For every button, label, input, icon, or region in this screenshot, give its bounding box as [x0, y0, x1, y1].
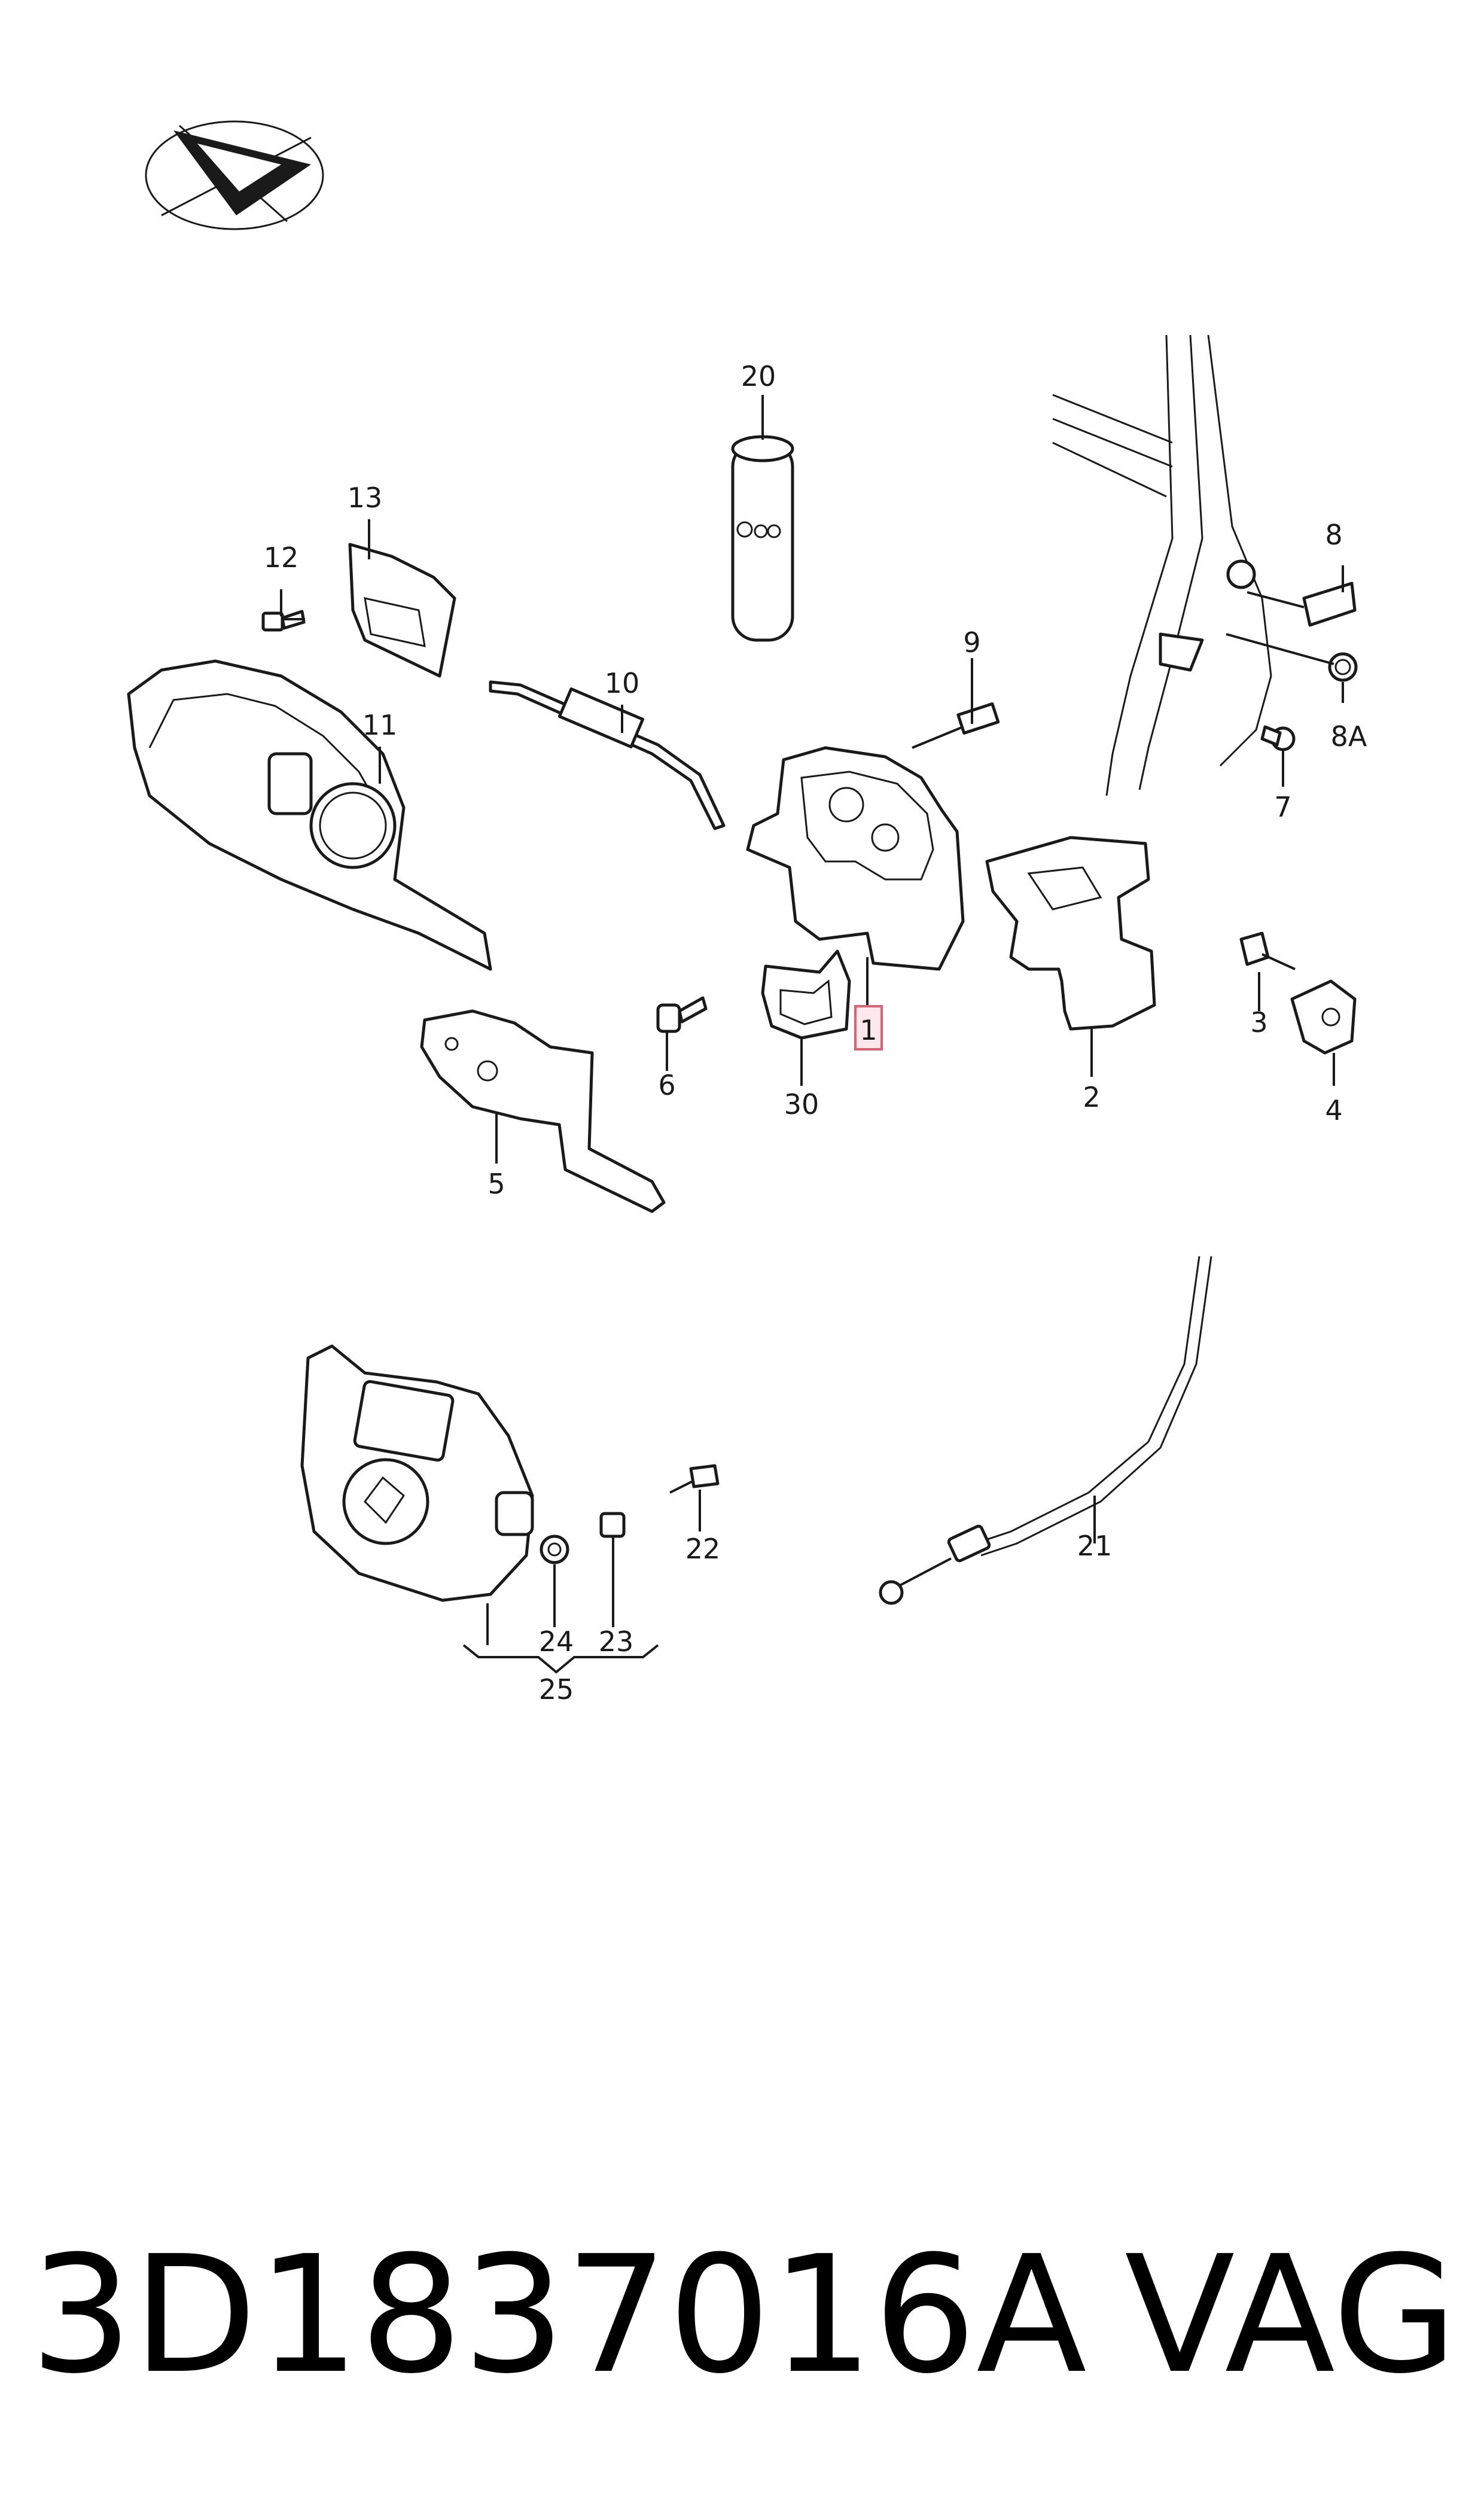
callout-10: 10 [605, 667, 640, 699]
callout-6: 6 [658, 1069, 675, 1101]
callout-21: 21 [1077, 1530, 1113, 1562]
part-4-striker [1290, 979, 1357, 1055]
callout-20: 20 [741, 360, 776, 392]
door-frame [1052, 334, 1272, 796]
callout-9: 9 [963, 626, 980, 659]
callout-8: 8 [1325, 519, 1342, 551]
part-5-lever [420, 1009, 666, 1213]
callout-30: 30 [784, 1088, 819, 1121]
callout-1-highlight [854, 1005, 883, 1051]
callout-7: 7 [1274, 791, 1291, 823]
brand-name: VAG [1125, 2221, 1458, 2409]
callout-12: 12 [264, 541, 299, 574]
part-13-handle-bracket [348, 543, 456, 678]
callout-24: 24 [539, 1625, 574, 1658]
part-8-cover-cap [1302, 581, 1357, 627]
callout-labels: 1 2 3 4 5 6 7 8 8A 9 10 11 12 13 20 21 2… [264, 360, 1367, 1706]
part-7-bolt [1260, 725, 1296, 751]
callout-13: 13 [348, 482, 383, 514]
part-10-rod [489, 680, 726, 830]
callout-11: 11 [362, 709, 398, 741]
part-number: 3D1837016A [30, 2221, 1087, 2409]
part-6-bushing [656, 996, 708, 1033]
part-30-seal [761, 949, 851, 1040]
part-23-spacer [599, 1512, 626, 1538]
callout-8a: 8A [1331, 720, 1367, 753]
part-2-bracket [985, 836, 1156, 1031]
callout-2: 2 [1083, 1081, 1100, 1113]
callout-1: 1 [860, 1014, 877, 1046]
callout-3: 3 [1250, 1006, 1267, 1039]
callout-23: 23 [599, 1625, 634, 1658]
part-20-spray-can [731, 435, 794, 642]
callout-22: 22 [685, 1533, 721, 1565]
callout-4: 4 [1325, 1094, 1342, 1126]
direction-arrow-icon [145, 120, 324, 230]
leader-lines [280, 395, 1344, 1674]
callout-5: 5 [487, 1168, 505, 1200]
part-9-switch [912, 702, 1000, 749]
part-25-motor-housing [300, 1344, 534, 1602]
part-22-screw [669, 1464, 720, 1494]
part-24-nut [540, 1534, 569, 1564]
part-3-screw [1239, 931, 1296, 970]
part-11-handle-trim [127, 659, 492, 971]
part-21-cable [879, 1256, 1212, 1605]
callout-25: 25 [539, 1673, 574, 1706]
part-1-door-lock [746, 746, 965, 971]
part-12-bolt [261, 610, 306, 632]
part-8a-grommet [1328, 652, 1358, 682]
